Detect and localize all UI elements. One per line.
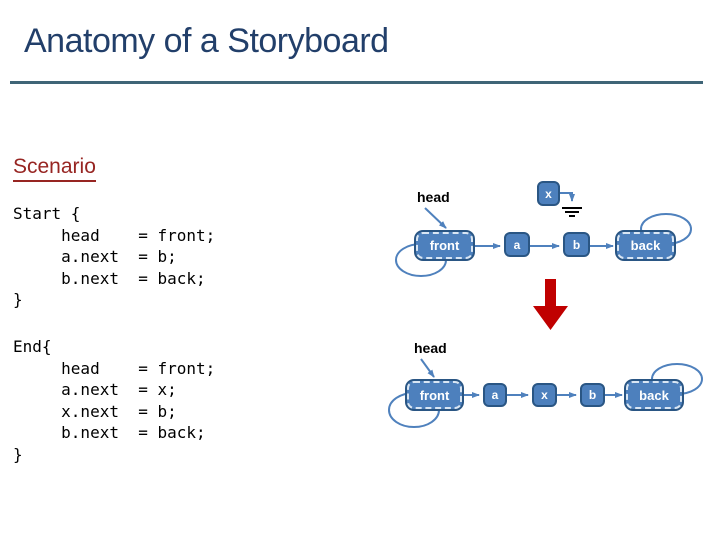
code-block-start: Start { head = front; a.next = b; b.next… — [13, 203, 215, 311]
node-a-before: a — [504, 232, 530, 257]
code-line: a.next = x; — [13, 380, 177, 399]
code-line: head = front; — [13, 358, 216, 378]
ground-icon — [562, 207, 582, 217]
node-a-after: a — [483, 383, 507, 407]
head-label-after: head — [414, 340, 447, 356]
code-line: b.next = back; — [13, 423, 206, 442]
node-b-before: b — [563, 232, 590, 257]
head-label-before: head — [417, 189, 450, 205]
code-block-end: End{ head = front; a.next = x; x.next = … — [13, 336, 215, 465]
node-front-before: front — [416, 232, 473, 259]
head-pointer-arrow-after — [420, 358, 435, 378]
node-back-after: back — [626, 381, 682, 409]
node-x-floating: x — [537, 181, 560, 206]
node-x-after: x — [532, 383, 557, 407]
title-underline-rule — [10, 81, 703, 84]
slide-title: Anatomy of a Storyboard — [24, 22, 389, 60]
x-to-ground-arrow — [560, 192, 575, 202]
code-line: Start { — [13, 204, 81, 223]
head-pointer-arrow-before — [424, 207, 447, 229]
section-heading: Scenario — [13, 155, 96, 182]
node-back-before: back — [617, 232, 674, 259]
code-line: } — [13, 290, 23, 309]
code-line: End{ — [13, 337, 52, 356]
code-line: head = front; — [13, 225, 216, 245]
node-front-after: front — [407, 381, 462, 409]
code-line: b.next = back; — [13, 268, 206, 288]
code-line: } — [13, 444, 23, 464]
code-line: x.next = b; — [13, 401, 177, 421]
code-line: a.next = b; — [13, 247, 177, 266]
node-b-after: b — [580, 383, 605, 407]
transition-down-arrow-icon — [533, 279, 568, 330]
